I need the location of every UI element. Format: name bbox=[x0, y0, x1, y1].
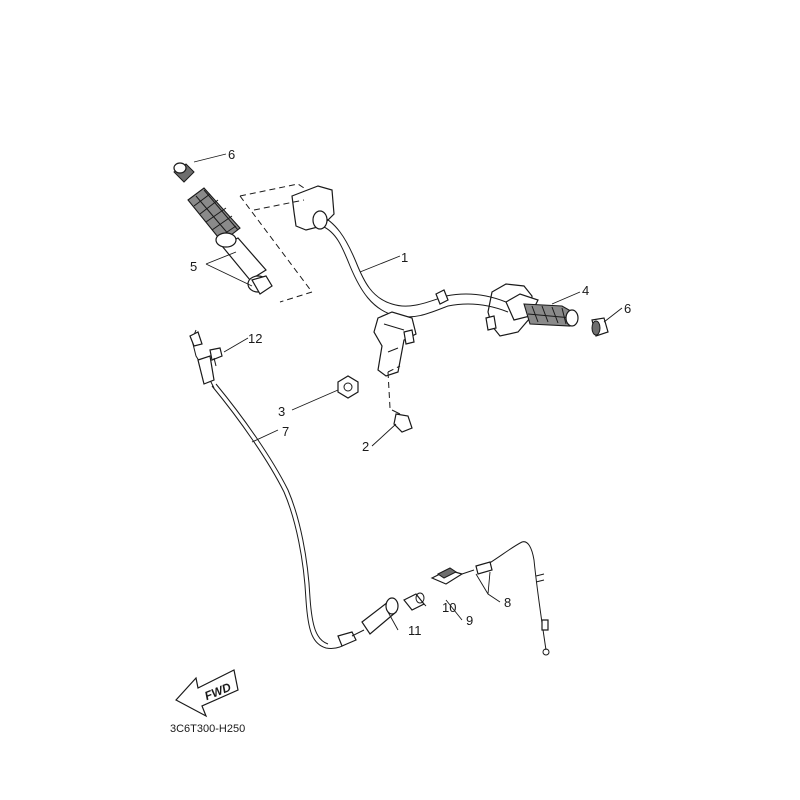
grip-end-right bbox=[591, 317, 609, 337]
cable-assembly bbox=[475, 541, 550, 656]
right-grip bbox=[505, 293, 579, 327]
callout-11: 11 bbox=[408, 623, 422, 638]
callout-10: 10 bbox=[442, 600, 456, 615]
callout-2: 2 bbox=[362, 439, 369, 454]
handlebar bbox=[291, 185, 533, 377]
forward-direction-arrow: FWD bbox=[175, 669, 239, 718]
throttle-grip-sleeve bbox=[351, 597, 399, 637]
screw bbox=[209, 347, 223, 367]
throttle-cable bbox=[189, 329, 357, 649]
grip-end-left bbox=[173, 162, 195, 183]
bolt bbox=[387, 365, 413, 433]
collar bbox=[403, 592, 425, 611]
callout-9: 9 bbox=[466, 613, 473, 628]
callout-leaders bbox=[193, 153, 623, 631]
cable-joint bbox=[430, 567, 475, 585]
callout-7: 7 bbox=[282, 424, 289, 439]
callout-8: 8 bbox=[504, 595, 511, 610]
nut bbox=[337, 375, 359, 399]
callout-5: 5 bbox=[190, 259, 197, 274]
callout-6-left: 6 bbox=[228, 147, 235, 162]
drawing-code: 3C6T300-H250 bbox=[170, 723, 245, 735]
callout-6-right: 6 bbox=[624, 301, 631, 316]
callout-1: 1 bbox=[401, 250, 408, 265]
callout-4: 4 bbox=[582, 283, 589, 298]
callout-12: 12 bbox=[248, 331, 262, 346]
callout-3: 3 bbox=[278, 404, 285, 419]
left-grip-assembly bbox=[187, 183, 313, 303]
